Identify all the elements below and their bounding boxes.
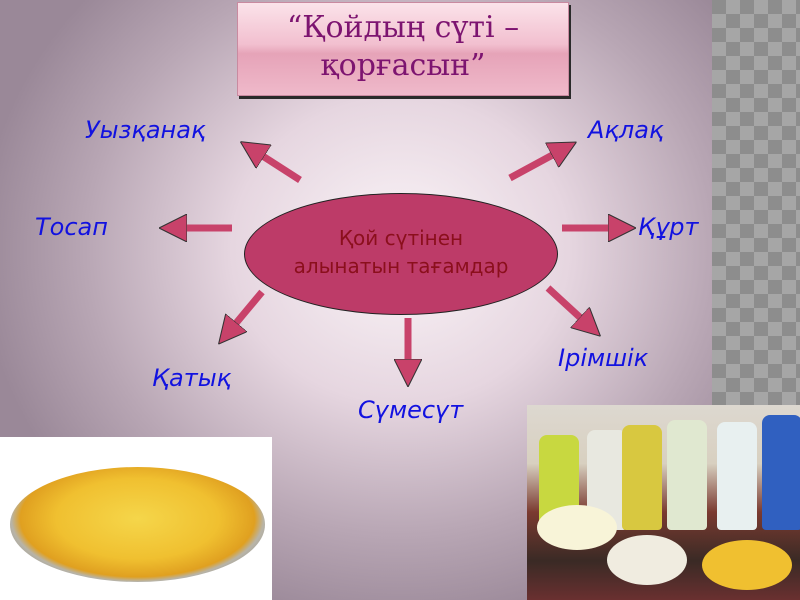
arrow-aqlaq	[508, 152, 558, 182]
carton-image	[762, 415, 800, 530]
bottle-image	[622, 425, 662, 530]
label-sumesut: Сүмесүт	[358, 396, 464, 424]
label-irimshik: Ірімшік	[558, 344, 649, 372]
carton-image	[717, 422, 757, 530]
arrow-uyzqanaq	[258, 153, 302, 183]
arrow-irimshik	[545, 285, 585, 322]
center-line-2: алынатын тағамдар	[293, 254, 509, 278]
label-tosap: Тосап	[35, 213, 108, 241]
bottle-image	[667, 420, 707, 530]
title-line-2: қорғасын”	[320, 48, 486, 83]
title-box: “Қойдың сүті – қорғасын”	[237, 2, 569, 96]
photo-baursak-plate	[0, 437, 272, 600]
plate-image	[10, 467, 265, 582]
label-aqlaq: Ақлақ	[588, 116, 664, 144]
photo-dairy-products	[527, 405, 800, 600]
center-line-1: Қой сүтінен	[338, 226, 464, 250]
title-line-1: “Қойдың сүті –	[286, 10, 520, 45]
qurt-balls-image	[607, 535, 687, 585]
center-ellipse: Қой сүтінен алынатын тағамдар	[244, 193, 558, 315]
label-uyzqanaq: Уызқанақ	[85, 116, 206, 144]
label-qurt: Құрт	[638, 213, 699, 241]
butter-image	[702, 540, 792, 590]
arrow-qatyq	[232, 289, 265, 328]
cheese-image	[537, 505, 617, 550]
label-qatyq: Қатық	[152, 364, 232, 392]
